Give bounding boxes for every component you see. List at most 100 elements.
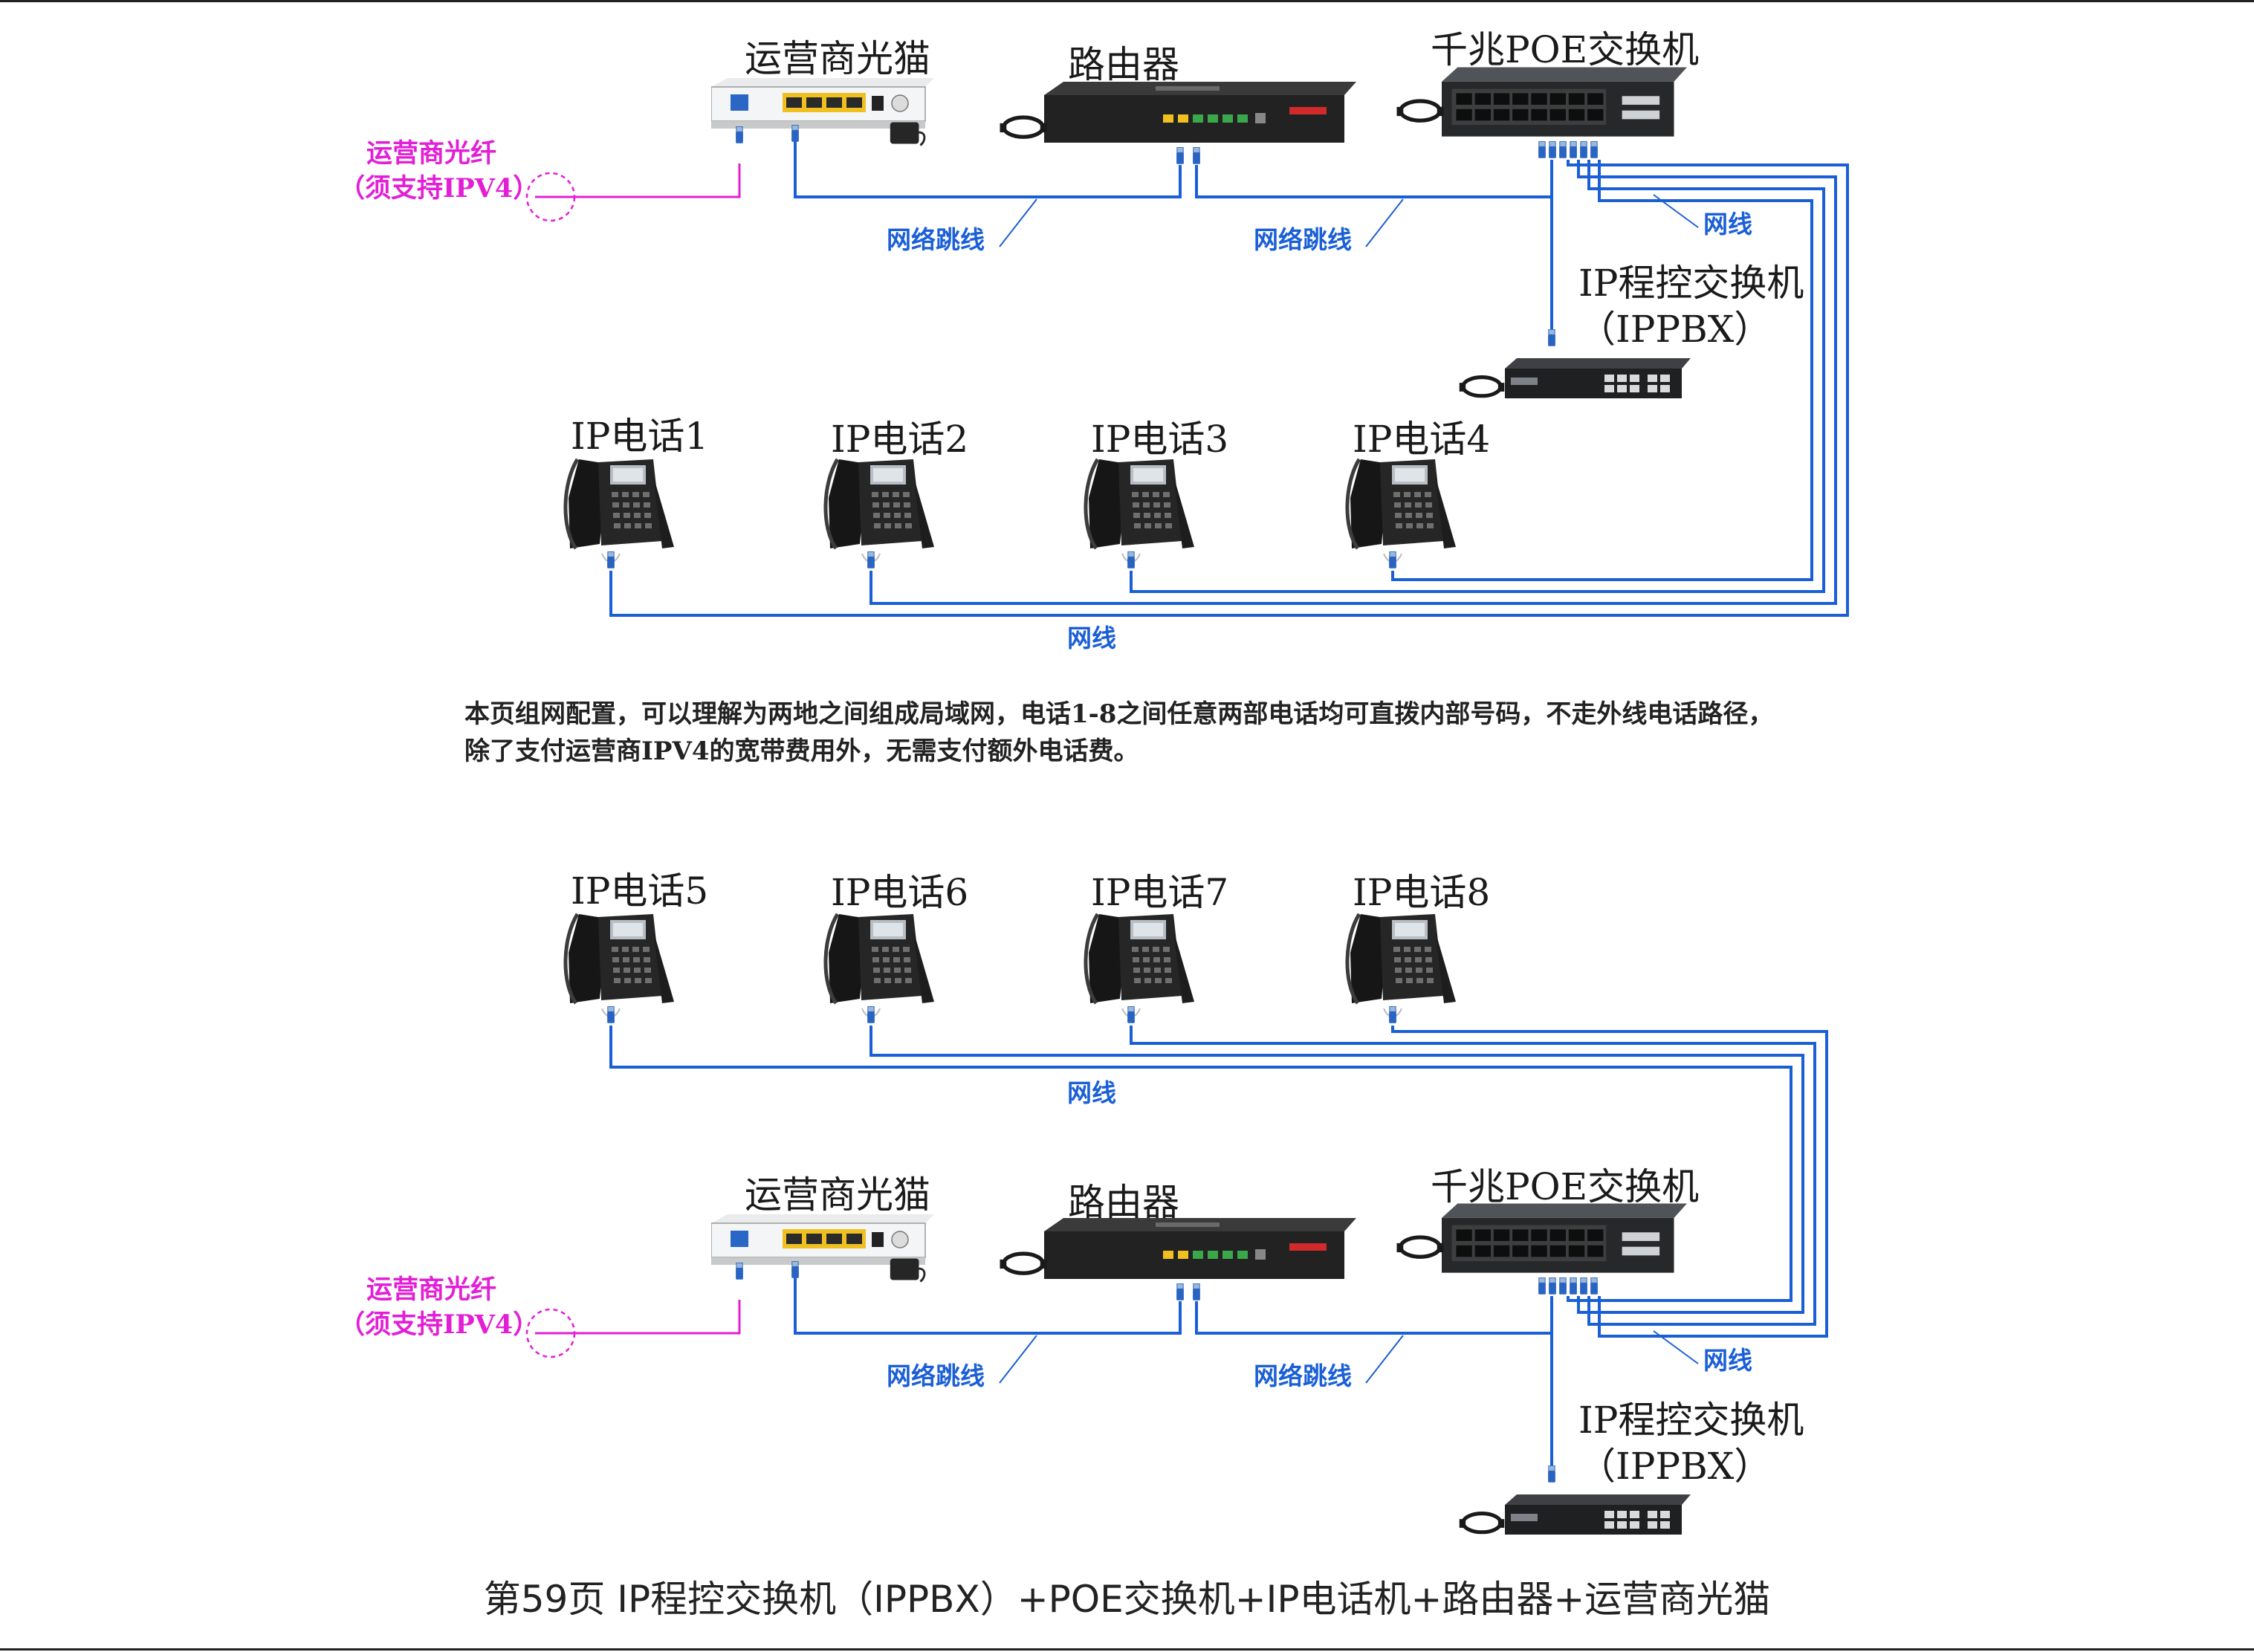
device-layer	[566, 67, 1691, 1535]
bottom-phone-6-plug	[867, 1006, 875, 1024]
bottom-cable-phone-5	[609, 1026, 1792, 1302]
fiber-label-top: 运营商光纤	[366, 138, 496, 169]
bottom-plug-switch-port-3	[1558, 1277, 1567, 1295]
cable-label-right-top: 网线	[1703, 210, 1752, 239]
top-plug-router-lan	[1192, 147, 1201, 165]
bottom-phone-5-plug	[606, 1006, 615, 1024]
fiber-note-top: （须支持IPV4）	[339, 173, 539, 204]
bottom-phone-8-plug	[1388, 1006, 1397, 1024]
bottom-patch-router-switch	[1195, 1296, 1553, 1335]
switch-label-bottom: 千兆POE交换机	[1431, 1165, 1699, 1208]
bottom-phone-5-icon	[566, 914, 674, 1003]
bottom-modem-icon	[711, 1214, 934, 1266]
bottom-patch-leader-2	[1365, 1335, 1404, 1384]
bottom-router-icon	[1044, 1218, 1356, 1279]
top-phone-4-plug	[1388, 551, 1397, 569]
bottom-cable-phone-8	[1391, 1026, 1828, 1338]
bottom-ippbx-icon	[1505, 1494, 1691, 1535]
top-switch-icon	[1442, 67, 1687, 137]
top-plug-switch-port-1	[1538, 141, 1547, 159]
bottom-router-cable-coil-icon	[1000, 1254, 1047, 1273]
bottom-plug-switch-port-6	[1590, 1277, 1599, 1295]
network-note-line-2: 除了支付运营商IPV4的宽带费用外，无需支付额外电话费。	[464, 736, 1139, 766]
phone-label-1: IP电话1	[571, 415, 708, 458]
top-patch-leader-1	[999, 198, 1037, 247]
top-plug-switch-port-5	[1579, 141, 1588, 159]
phone-label-7: IP电话7	[1091, 871, 1228, 914]
bottom-patch-modem-router	[794, 1277, 1182, 1335]
top-ippbx-cable-coil-icon	[1460, 378, 1504, 396]
bottom-cable-phone-6	[869, 1026, 1804, 1314]
top-phone-1-icon	[566, 459, 674, 548]
top-phone-2-icon	[826, 459, 934, 548]
router-label-top: 路由器	[1068, 43, 1179, 86]
top-router-icon	[1044, 82, 1356, 143]
ippbx-sublabel-bottom: （IPPBX）	[1578, 1445, 1771, 1488]
top-router-cable-coil-icon	[1000, 117, 1047, 137]
top-plug-modem-lan	[791, 125, 800, 143]
top-phone-2-plug	[867, 551, 875, 569]
top-cable-phone-2	[869, 160, 1837, 605]
phone-label-6: IP电话6	[831, 871, 968, 914]
top-plug-switch-port-6	[1590, 141, 1599, 159]
ippbx-label-top: IP程控交换机	[1578, 262, 1804, 305]
bottom-plug-fiber	[735, 1263, 744, 1280]
cable-label-right-bottom: 网线	[1703, 1346, 1752, 1375]
bottom-plug-switch-port-5	[1579, 1277, 1588, 1295]
bottom-phone-8-icon	[1347, 914, 1456, 1003]
bottom-fiber-line	[535, 1300, 741, 1335]
cable-layer	[525, 141, 1849, 1467]
router-label-bottom: 路由器	[1068, 1181, 1179, 1224]
phone-label-4: IP电话4	[1353, 418, 1490, 461]
cable-label-top-bottom: 网线	[1067, 1078, 1116, 1107]
top-phone-3-plug	[1127, 551, 1136, 569]
bottom-plug-router-lan	[1192, 1283, 1201, 1301]
fiber-label-bottom: 运营商光纤	[366, 1274, 496, 1305]
patch-cable-label-1-top: 网络跳线	[887, 225, 985, 254]
top-plug-switch-port-4	[1569, 141, 1578, 159]
bottom-switch-cable-coil-icon	[1397, 1237, 1444, 1257]
patch-cable-label-1-bottom: 网络跳线	[887, 1361, 985, 1390]
ippbx-sublabel-top: （IPPBX）	[1578, 308, 1771, 351]
switch-label-top: 千兆POE交换机	[1431, 28, 1699, 71]
top-patch-leader-2	[1365, 198, 1404, 247]
top-plug-switch-port-3	[1558, 141, 1567, 159]
network-note-line-1: 本页组网配置，可以理解为两地之间组成局域网，电话1-8之间任意两部电话均可直拨内…	[464, 699, 1774, 729]
top-fiber-line	[535, 163, 741, 198]
top-modem-icon	[711, 78, 934, 129]
bottom-cable-phone-7	[1130, 1026, 1816, 1326]
top-cable-phone-1	[609, 160, 1849, 617]
top-ippbx-icon	[1505, 358, 1691, 398]
patch-cable-label-2-bottom: 网络跳线	[1254, 1361, 1352, 1390]
bottom-patch-leader-1	[999, 1335, 1037, 1384]
top-switch-cable-coil-icon	[1397, 101, 1444, 120]
bottom-switch-icon	[1442, 1203, 1687, 1273]
bottom-plug-switch-port-4	[1569, 1277, 1578, 1295]
bottom-border-line	[0, 1648, 2254, 1651]
top-phone-3-icon	[1086, 459, 1194, 548]
ippbx-label-bottom: IP程控交换机	[1578, 1399, 1804, 1442]
phone-label-8: IP电话8	[1353, 871, 1490, 914]
patch-cable-label-2-top: 网络跳线	[1254, 225, 1352, 254]
top-plug-switch-port-2	[1548, 141, 1557, 159]
top-patch-modem-router	[794, 141, 1182, 198]
modem-label-bottom: 运营商光猫	[745, 1173, 930, 1217]
bottom-plug-router-wan	[1176, 1283, 1185, 1301]
top-phone-1-plug	[606, 551, 615, 569]
bottom-plug-switch-port-1	[1538, 1277, 1547, 1295]
page-caption: 第59页 IP程控交换机（IPPBX）+POE交换机+IP电话机+路由器+运营商…	[483, 1578, 1771, 1621]
phone-label-3: IP电话3	[1091, 418, 1228, 461]
top-cable-phone-4	[1391, 160, 1813, 581]
top-plug-ippbx	[1547, 329, 1556, 347]
phone-label-5: IP电话5	[571, 869, 708, 913]
top-cable-phone-3	[1130, 160, 1825, 593]
fiber-note-bottom: （须支持IPV4）	[339, 1309, 539, 1340]
top-patch-router-switch	[1195, 160, 1553, 198]
bottom-plug-modem-lan	[791, 1261, 800, 1279]
phone-label-2: IP电话2	[831, 418, 968, 461]
bottom-plug-switch-port-2	[1548, 1277, 1557, 1295]
top-border-line	[0, 0, 2254, 2]
bottom-phone-7-icon	[1086, 914, 1194, 1003]
modem-label-top: 运营商光猫	[745, 37, 930, 80]
